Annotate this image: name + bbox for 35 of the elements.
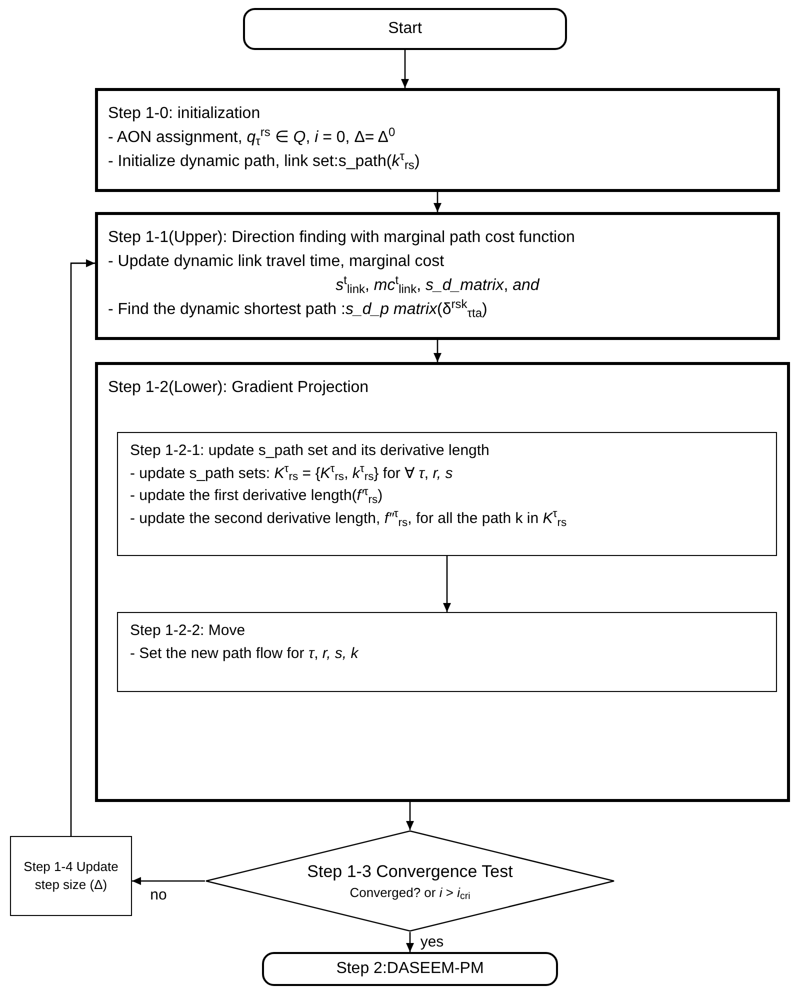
process-box	[95, 212, 780, 340]
decision-diamond	[205, 830, 615, 932]
step-heading: Start	[388, 19, 422, 39]
arrow	[401, 50, 409, 88]
step-heading: Step 1-2-1: update s_path set and its derivative length	[130, 441, 490, 461]
arrow	[406, 932, 414, 952]
step-heading: Step 1-1(Upper): Direction finding with marginal path cost function	[108, 228, 576, 248]
arrow	[70, 259, 95, 836]
step-heading: Step 1-2-2: Move	[130, 621, 246, 641]
arrow	[434, 192, 442, 212]
arrow	[443, 556, 451, 612]
arrow	[406, 802, 414, 830]
terminal-box	[262, 952, 558, 986]
process-box	[117, 612, 777, 692]
step-text: s$^{t}$$_{link}$, mc$^{t}$$_{link}$, s_d_matrix, and	[334, 275, 541, 297]
step-heading: Step 1-2(Lower): Gradient Projection	[108, 378, 370, 398]
step-heading: Step 1-4 Update step size (Δ)	[22, 858, 120, 894]
step-text: - AON assignment, q$_{τ}$$^{rs}$ ∈ Q, i = 0, Δ= Δ$^{0}$	[108, 127, 396, 149]
arrow	[434, 340, 442, 362]
process-box	[10, 836, 132, 916]
terminal-box	[243, 8, 567, 50]
step-text: - Update dynamic link travel time, marginal cost	[108, 252, 446, 272]
step-text: Converged? or i > i$_{cri}$	[350, 884, 470, 902]
step-text: - Find the dynamic shortest path :s_d_p matrix(δ$^{rsk}$$_{τta}$)	[108, 299, 488, 321]
step-text: - update s_path sets: K$^{τ}$$_{rs}$ = {K$^{τ}$$_{rs}$, k$^{τ}$$_{rs}$} for ∀ τ, r, s	[130, 464, 454, 484]
step-heading: Step 1-0: initialization	[108, 104, 262, 124]
step-text: - update the first derivative length(f′$^{τ}$$_{rs}$)	[130, 486, 384, 507]
process-box	[117, 432, 777, 556]
step-text: - Initialize dynamic path, link set:s_path(k$^{τ}$$_{rs}$)	[108, 151, 421, 173]
process-box	[95, 362, 790, 802]
step-heading: Step 2:DASEEM-PM	[336, 959, 484, 979]
step-text: - Set the new path flow for τ, r, s, k	[130, 644, 360, 664]
step-heading: Step 1-3 Convergence Test	[307, 861, 513, 884]
arrow	[132, 877, 205, 885]
process-box	[95, 88, 780, 192]
